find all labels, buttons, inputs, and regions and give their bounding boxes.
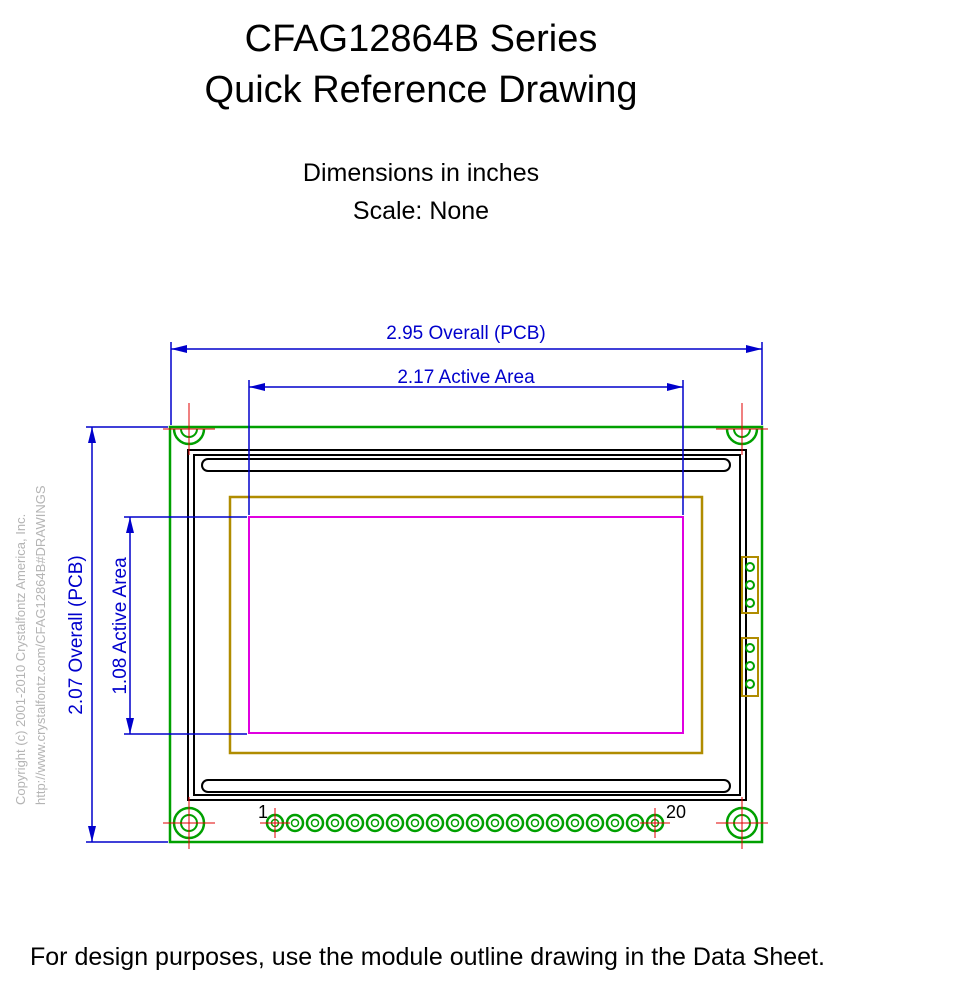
- dim-active-width: [248, 380, 684, 515]
- pin-hole: [470, 818, 480, 828]
- bottom-mount-left: [163, 797, 215, 849]
- title-line-1: CFAG12864B Series: [244, 18, 598, 60]
- pin-pad: [545, 813, 565, 833]
- pin-hole: [430, 818, 440, 828]
- pin-pad: [425, 813, 445, 833]
- side-connector: [741, 556, 759, 697]
- pin-20-label: 20: [666, 802, 686, 822]
- pin-hole: [350, 818, 360, 828]
- title-line-2: Quick Reference Drawing: [204, 69, 638, 111]
- pin-pad: [505, 813, 525, 833]
- pin-hole: [290, 818, 300, 828]
- pin-pad: [405, 813, 425, 833]
- pin-hole: [570, 818, 580, 828]
- dim-overall-height-label: 2.07 Overall (PCB): [66, 555, 87, 714]
- copyright-line-2: http://www.crystalfontz.com/CFAG12864B#D…: [33, 485, 48, 805]
- dim-active-height-label: 1.08 Active Area: [110, 557, 131, 695]
- copyright-line-1: Copyright (c) 2001-2010 Crystalfontz Ame…: [13, 514, 28, 805]
- lcd-bezel: [187, 449, 747, 801]
- pin-1-label: 1: [258, 802, 268, 822]
- pin-pad: [325, 813, 345, 833]
- active-area: [248, 516, 684, 734]
- pin-pad: [605, 813, 625, 833]
- pin-hole: [310, 818, 320, 828]
- pin-hole: [490, 818, 500, 828]
- pin-hole: [370, 818, 380, 828]
- pin-pad: [525, 813, 545, 833]
- bottom-mount-right: [716, 797, 768, 849]
- pin-pad: [305, 813, 325, 833]
- pin-pad: [485, 813, 505, 833]
- pin-hole: [610, 818, 620, 828]
- pin-hole: [410, 818, 420, 828]
- dim-active-width-label: 2.17 Active Area: [397, 367, 535, 388]
- footer-note: For design purposes, use the module outl…: [30, 943, 825, 971]
- pin-hole: [450, 818, 460, 828]
- units-note: Dimensions in inches: [302, 159, 540, 187]
- pin-header: [265, 813, 665, 833]
- pin-hole: [550, 818, 560, 828]
- scale-note: Scale: None: [352, 197, 490, 225]
- pin-pad: [345, 813, 365, 833]
- pin-crosshairs: [260, 808, 670, 838]
- dim-overall-width: [170, 342, 763, 425]
- viewing-area: [228, 495, 704, 755]
- dim-overall-width-label: 2.95 Overall (PCB): [386, 323, 545, 344]
- top-mount-right: [716, 403, 768, 455]
- pin-hole: [630, 818, 640, 828]
- pin-pad: [565, 813, 585, 833]
- pcb-outline: [168, 425, 764, 844]
- pin-pad: [465, 813, 485, 833]
- dim-active-height: [124, 516, 247, 735]
- pin-pad: [385, 813, 405, 833]
- pin-pad: [365, 813, 385, 833]
- pin-hole: [390, 818, 400, 828]
- dim-overall-height: [86, 426, 168, 843]
- top-mount-left: [163, 403, 215, 455]
- pin-hole: [510, 818, 520, 828]
- pin-hole: [330, 818, 340, 828]
- pin-pad: [585, 813, 605, 833]
- pin-pad: [445, 813, 465, 833]
- pin-hole: [590, 818, 600, 828]
- pin-hole: [530, 818, 540, 828]
